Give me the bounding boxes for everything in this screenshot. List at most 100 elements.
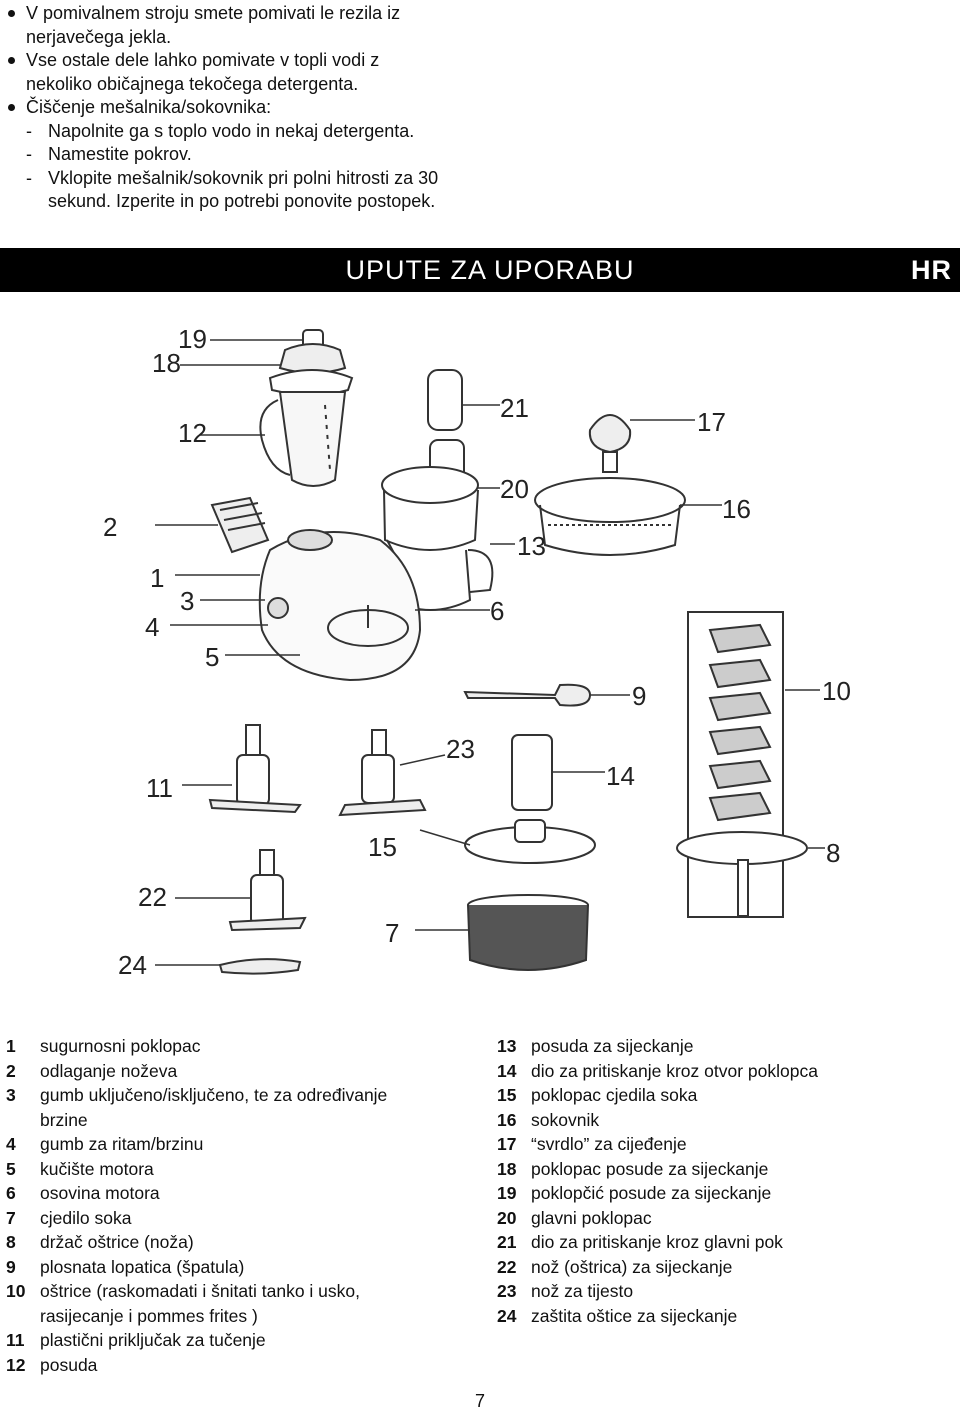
part-description: osovina motora <box>40 1183 160 1203</box>
callout-19-text: 19 <box>178 324 207 354</box>
part-number: 5 <box>6 1158 16 1179</box>
part-number: 24 <box>497 1305 517 1326</box>
callout-24: 24 <box>118 950 147 980</box>
care-list-item: sekund. Izperite in po potrebi ponovite … <box>6 190 476 214</box>
part-list-item: 14 dio za pritiskanje kroz otvor poklopca <box>497 1059 957 1084</box>
callout-4: 4 <box>145 612 159 642</box>
callout-12: 12 <box>178 418 207 448</box>
part-number: 14 <box>497 1060 517 1081</box>
callout-15: 15 <box>368 832 397 862</box>
parts-diagram: 19 18 12 2 1 3 4 5 6 21 20 13 17 16 9 10… <box>0 300 960 1000</box>
juicer-lid-drawing <box>464 819 596 864</box>
language-code: HR <box>911 255 952 285</box>
part-list-item: 19 poklopčić posude za sijeckanje <box>497 1181 957 1206</box>
juicer-drawing <box>534 414 686 556</box>
whisk-attachment-drawing <box>208 724 302 814</box>
part-description: glavni poklopac <box>531 1207 652 1228</box>
callout-9: 9 <box>632 681 646 711</box>
callout-18: 18 <box>152 348 181 378</box>
callout-13: 13 <box>517 531 546 561</box>
part-number: 20 <box>497 1207 517 1228</box>
care-list-item: Čiščenje mešalnika/sokovnika: <box>6 96 476 120</box>
part-list-item: 20 glavni poklopac <box>497 1206 957 1231</box>
care-list-item: V pomivalnem stroju smete pomivati le re… <box>6 2 476 26</box>
part-description: brzine <box>40 1109 88 1130</box>
care-list-item: -Napolnite ga s toplo vodo in nekaj dete… <box>6 120 476 144</box>
callout-21: 21 <box>500 393 529 423</box>
part-description: plastični priključak za tučenje <box>40 1330 266 1350</box>
part-number: 18 <box>497 1158 517 1179</box>
care-list-text: Vse ostale dele lahko pomivate v topli v… <box>26 50 380 70</box>
callout-16: 16 <box>722 494 751 524</box>
part-list-item: 13 posuda za sijeckanje <box>497 1034 957 1059</box>
callout-6: 6 <box>490 596 504 626</box>
part-number: 13 <box>497 1036 517 1056</box>
callout-7: 7 <box>385 918 399 948</box>
dash-marker: - <box>26 144 32 164</box>
part-description: držač oštrice (noža) <box>40 1232 194 1252</box>
bullet-icon <box>8 57 15 64</box>
juice-strainer-drawing <box>467 894 589 971</box>
callout-1: 1 <box>150 563 164 593</box>
care-list-text: nerjavečega jekla. <box>26 26 172 47</box>
care-list-item: -Vklopite mešalnik/sokovnik pri polni hi… <box>6 167 476 191</box>
part-number: 15 <box>497 1085 517 1105</box>
care-list-text: Napolnite ga s toplo vodo in nekaj deter… <box>48 120 415 141</box>
part-number: 1 <box>6 1036 16 1056</box>
part-description: “svrdlo” za cijeđenje <box>531 1134 687 1154</box>
juicer-pusher-drawing <box>511 734 553 811</box>
part-description: dio za pritiskanje kroz otvor poklopca <box>531 1060 818 1081</box>
part-description: oštrice (raskomadati i šnitati tanko i u… <box>40 1281 360 1301</box>
section-header-band: UPUTE ZA UPORABU HR <box>0 248 960 292</box>
callout-23: 23 <box>446 734 475 764</box>
food-processor-lid-drawing <box>381 369 479 551</box>
part-description: nož za tijesto <box>531 1281 634 1301</box>
blade-holder-disc-drawing <box>676 831 808 917</box>
callout-17: 17 <box>697 407 726 437</box>
part-description: sugurnosni poklopac <box>40 1036 201 1056</box>
dash-marker: - <box>26 167 32 188</box>
part-description: odlaganje noževa <box>40 1060 178 1081</box>
part-description: plosnata lopatica (špatula) <box>40 1256 245 1277</box>
care-list-item: nekoliko običajnega tekočega detergenta. <box>6 73 476 97</box>
callout-3: 3 <box>180 586 194 616</box>
part-description: poklopčić posude za sijeckanje <box>531 1183 772 1203</box>
page-number: 7 <box>474 1391 485 1411</box>
callout-labels: 19 18 12 2 1 3 4 5 6 21 20 13 17 16 9 10… <box>103 324 851 980</box>
dash-marker: - <box>26 120 32 141</box>
part-description: posuda za sijeckanje <box>531 1036 694 1056</box>
part-description: nož (oštrica) za sijeckanje <box>531 1256 733 1277</box>
care-list-text: V pomivalnem stroju smete pomivati le re… <box>26 3 401 23</box>
dough-blade-drawing <box>338 729 427 817</box>
care-instructions-list: V pomivalnem stroju smete pomivati le re… <box>6 2 476 214</box>
part-description: sokovnik <box>531 1109 600 1130</box>
part-description: poklopac posude za sijeckanje <box>531 1158 769 1179</box>
part-number: 21 <box>497 1232 517 1252</box>
spatula-drawing <box>463 683 592 707</box>
blade-storage-drawing <box>210 496 270 554</box>
callout-14: 14 <box>606 761 635 791</box>
part-description: kučište motora <box>40 1158 154 1179</box>
callout-2: 2 <box>103 512 117 542</box>
callout-11: 11 <box>146 773 173 803</box>
part-number: 4 <box>6 1134 16 1154</box>
part-number: 7 <box>6 1207 16 1228</box>
part-number: 19 <box>497 1183 517 1203</box>
part-number: 23 <box>497 1281 517 1301</box>
part-number: 6 <box>6 1183 16 1203</box>
part-list-item: 5 kučište motora <box>6 1157 456 1182</box>
part-description: posuda <box>40 1354 98 1375</box>
part-list-item: 18 poklopac posude za sijeckanje <box>497 1157 957 1182</box>
